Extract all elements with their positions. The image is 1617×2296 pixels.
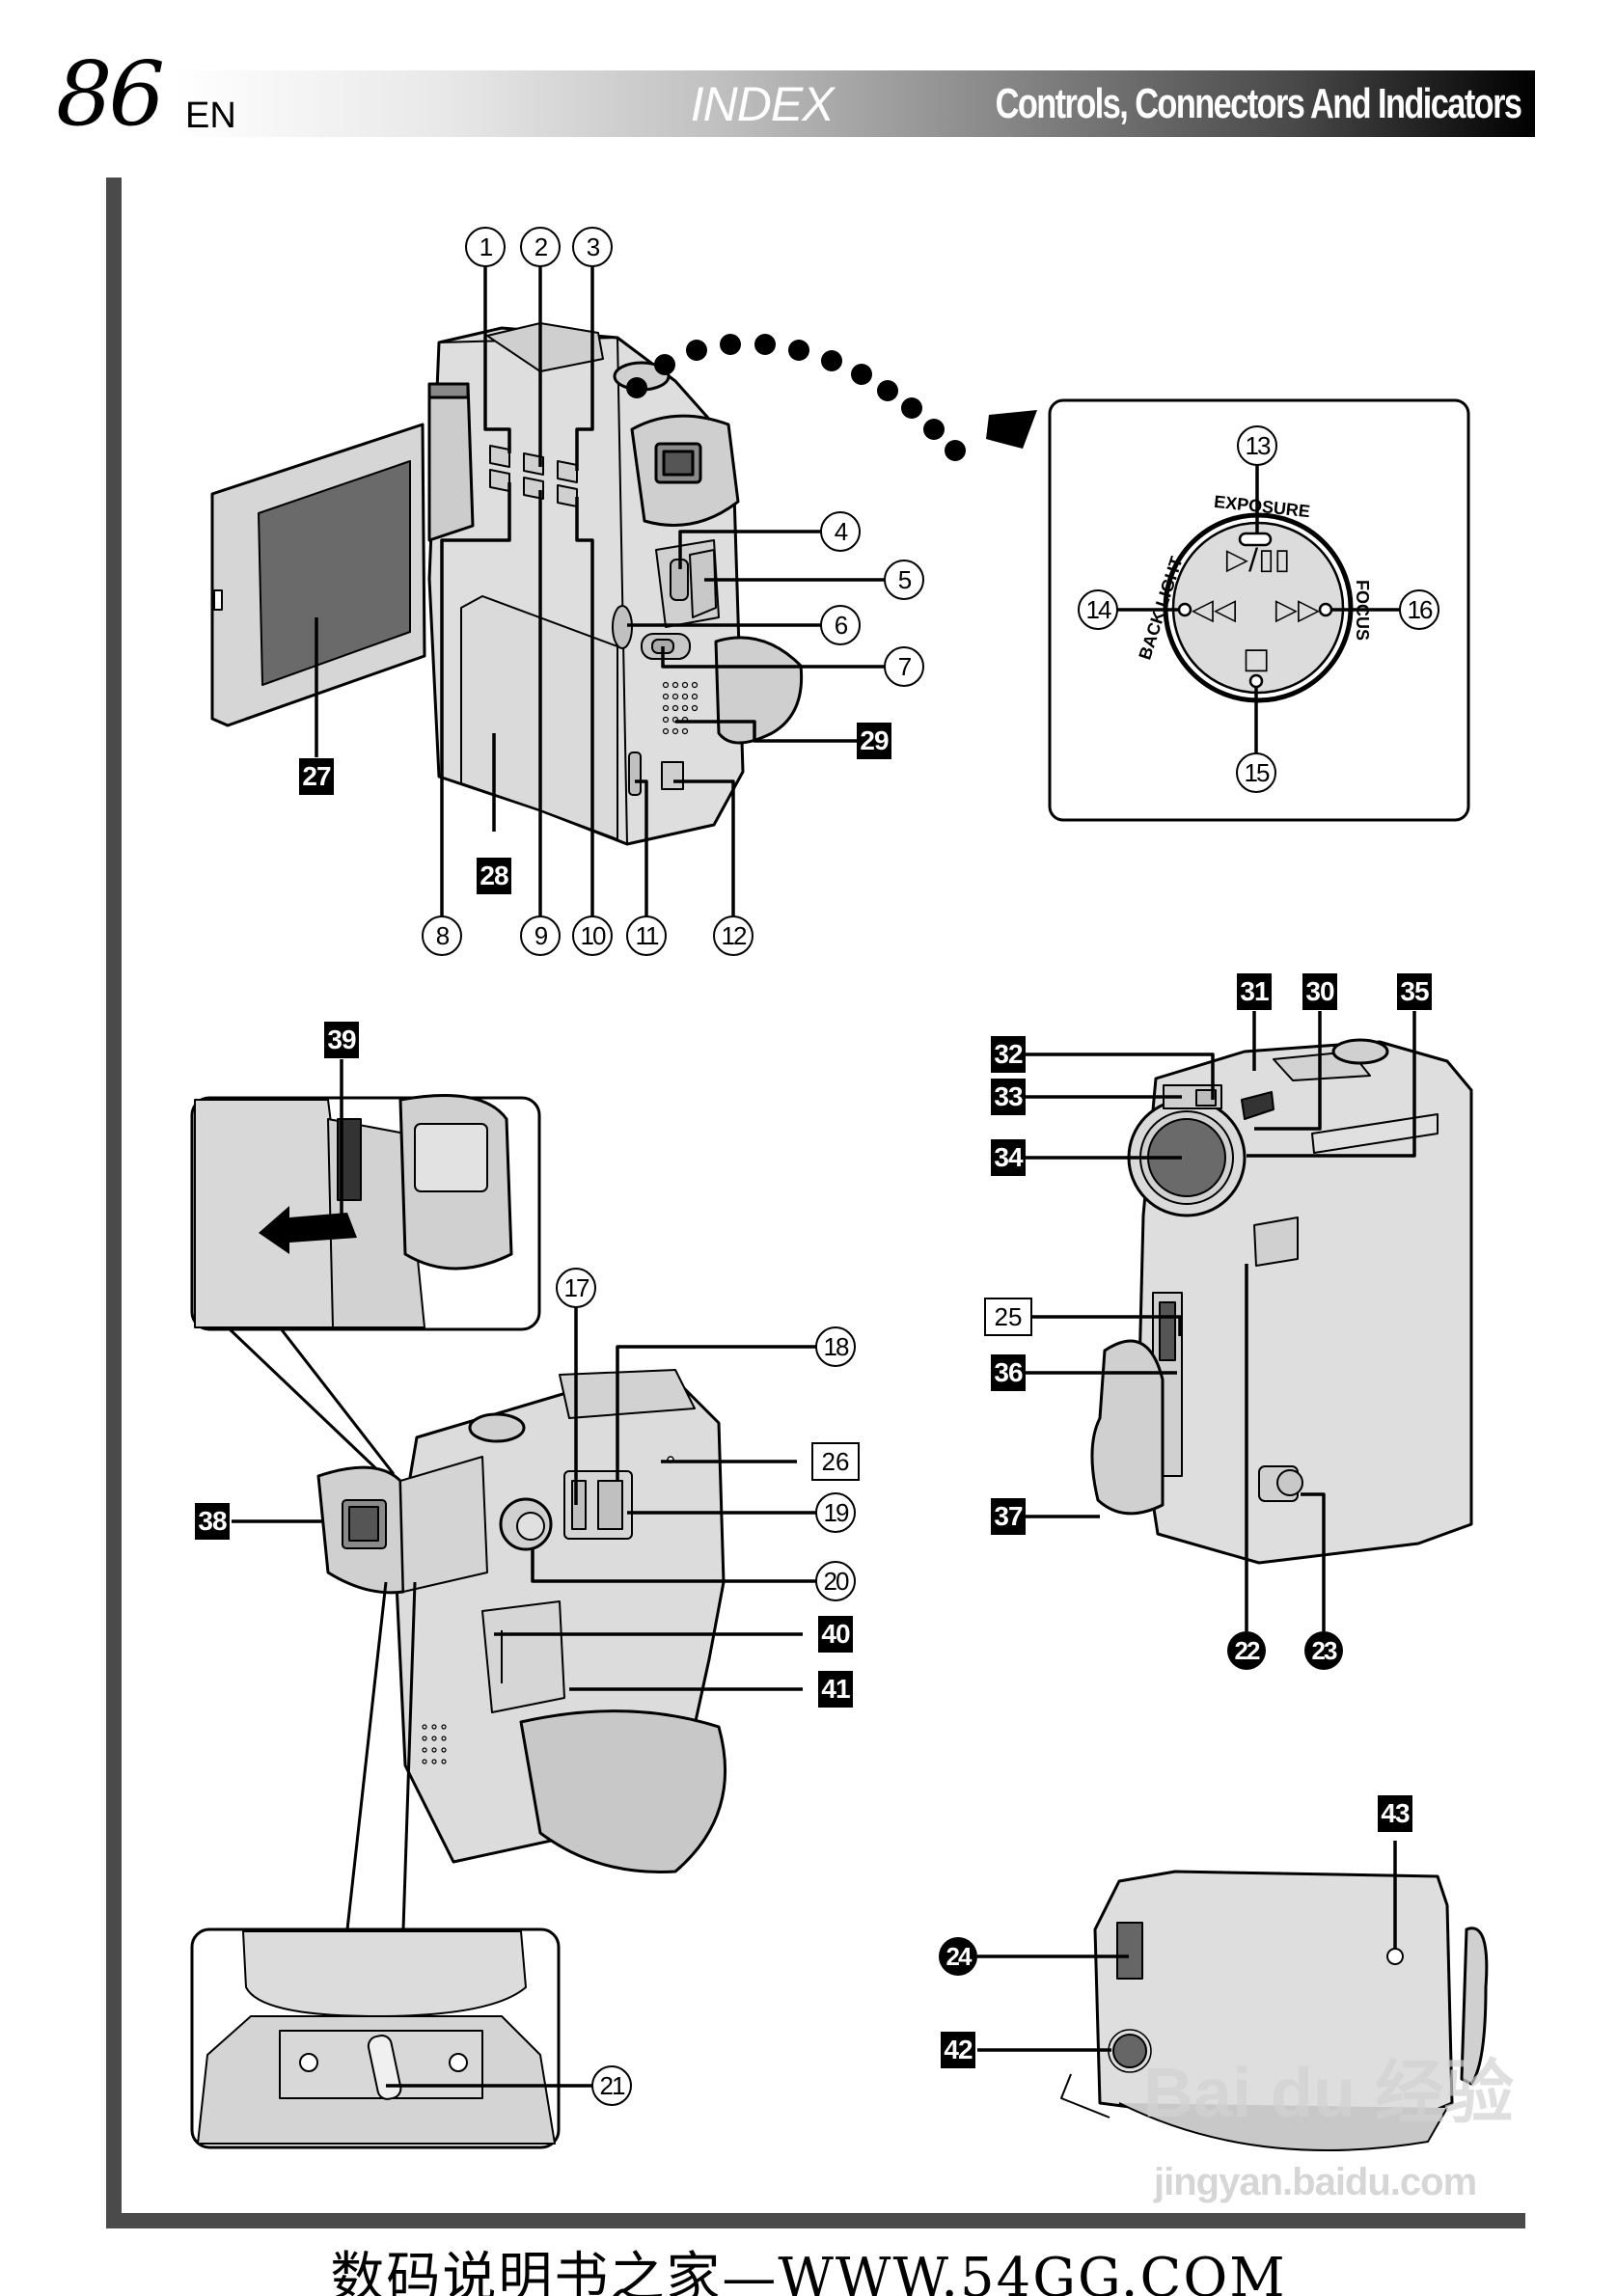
- callout-23: 23: [1304, 1631, 1343, 1670]
- callout-33: 33: [991, 1079, 1026, 1115]
- control-pad-inset: [1048, 398, 1470, 822]
- callout-42: 42: [941, 2032, 975, 2068]
- callout-10: 10: [572, 916, 613, 956]
- rear-view-camera: [210, 266, 1037, 916]
- callout-29: 29: [857, 723, 891, 759]
- frame-bottom-border: [106, 2213, 1525, 2228]
- rewind-icon: ◁◁: [1191, 592, 1237, 627]
- callout-31: 31: [1237, 973, 1272, 1010]
- lcd-screen: [258, 460, 411, 686]
- header-bar: [174, 70, 1535, 137]
- footer-site-credit: 数码说明书之家—WWW.54GG.COM: [330, 2247, 1287, 2296]
- callout-34: 34: [991, 1139, 1026, 1176]
- page-number: 86: [56, 42, 165, 146]
- dotted-arc: [626, 334, 1037, 461]
- play-pause-icon: ▷/▯▯: [1225, 542, 1291, 577]
- front-view-camera: [1008, 1011, 1473, 1631]
- callout-2: 2: [520, 227, 561, 267]
- callout-30: 30: [1302, 973, 1337, 1010]
- callout-43: 43: [1378, 1795, 1412, 1832]
- callout-7: 7: [884, 646, 924, 687]
- hand-strap: [714, 636, 804, 745]
- page-language: EN: [185, 96, 236, 136]
- leader-lines: [315, 266, 885, 916]
- side-view-camera: [190, 1059, 816, 2149]
- frame-left-border: [106, 178, 122, 2228]
- callout-39: 39: [324, 1022, 359, 1058]
- callout-26: 26: [811, 1442, 860, 1481]
- callout-17: 17: [556, 1268, 596, 1308]
- callout-13: 13: [1237, 425, 1277, 466]
- baidu-watermark-url: jingyan.baidu.com: [1154, 2161, 1477, 2203]
- callout-5: 5: [884, 560, 924, 600]
- callout-21: 21: [591, 2065, 632, 2106]
- baidu-watermark: Bai du 经验: [1143, 2055, 1515, 2132]
- callout-11: 11: [626, 916, 667, 956]
- callout-19: 19: [815, 1492, 856, 1533]
- callout-15: 15: [1236, 752, 1276, 793]
- callout-16: 16: [1399, 589, 1439, 630]
- speaker-grille: [662, 681, 699, 735]
- stop-icon: □: [1242, 642, 1271, 676]
- callout-38: 38: [195, 1503, 230, 1540]
- callout-35: 35: [1397, 973, 1432, 1010]
- callout-1: 1: [465, 227, 506, 267]
- callout-9: 9: [520, 916, 561, 956]
- section-title: Controls, Connectors And Indicators: [995, 79, 1521, 127]
- callout-8: 8: [422, 916, 462, 956]
- fast-forward-icon: ▷▷: [1274, 592, 1321, 627]
- callout-27: 27: [299, 758, 334, 795]
- callout-25: 25: [984, 1298, 1032, 1336]
- callout-24: 24: [939, 1937, 977, 1976]
- callout-40: 40: [818, 1616, 853, 1653]
- hand-strap-side: [519, 1709, 727, 1873]
- callout-14: 14: [1078, 589, 1118, 630]
- callout-20: 20: [815, 1561, 856, 1601]
- section-heading: INDEX Controls, Connectors And Indicator…: [690, 70, 1522, 137]
- callout-37: 37: [991, 1498, 1026, 1535]
- callout-18: 18: [815, 1326, 856, 1367]
- callout-22: 22: [1227, 1631, 1266, 1670]
- callout-32: 32: [991, 1036, 1026, 1073]
- focus-label: FOCUS: [1353, 580, 1372, 641]
- callout-41: 41: [818, 1671, 853, 1708]
- callout-12: 12: [713, 916, 754, 956]
- callout-28: 28: [477, 858, 511, 894]
- bottom-view-camera: [977, 1841, 1489, 2151]
- slide-arrow: [259, 1206, 357, 1254]
- callout-6: 6: [820, 605, 861, 645]
- section-index-label: INDEX: [690, 76, 835, 131]
- callout-4: 4: [820, 511, 861, 552]
- callout-3: 3: [572, 227, 613, 267]
- callout-36: 36: [991, 1354, 1026, 1391]
